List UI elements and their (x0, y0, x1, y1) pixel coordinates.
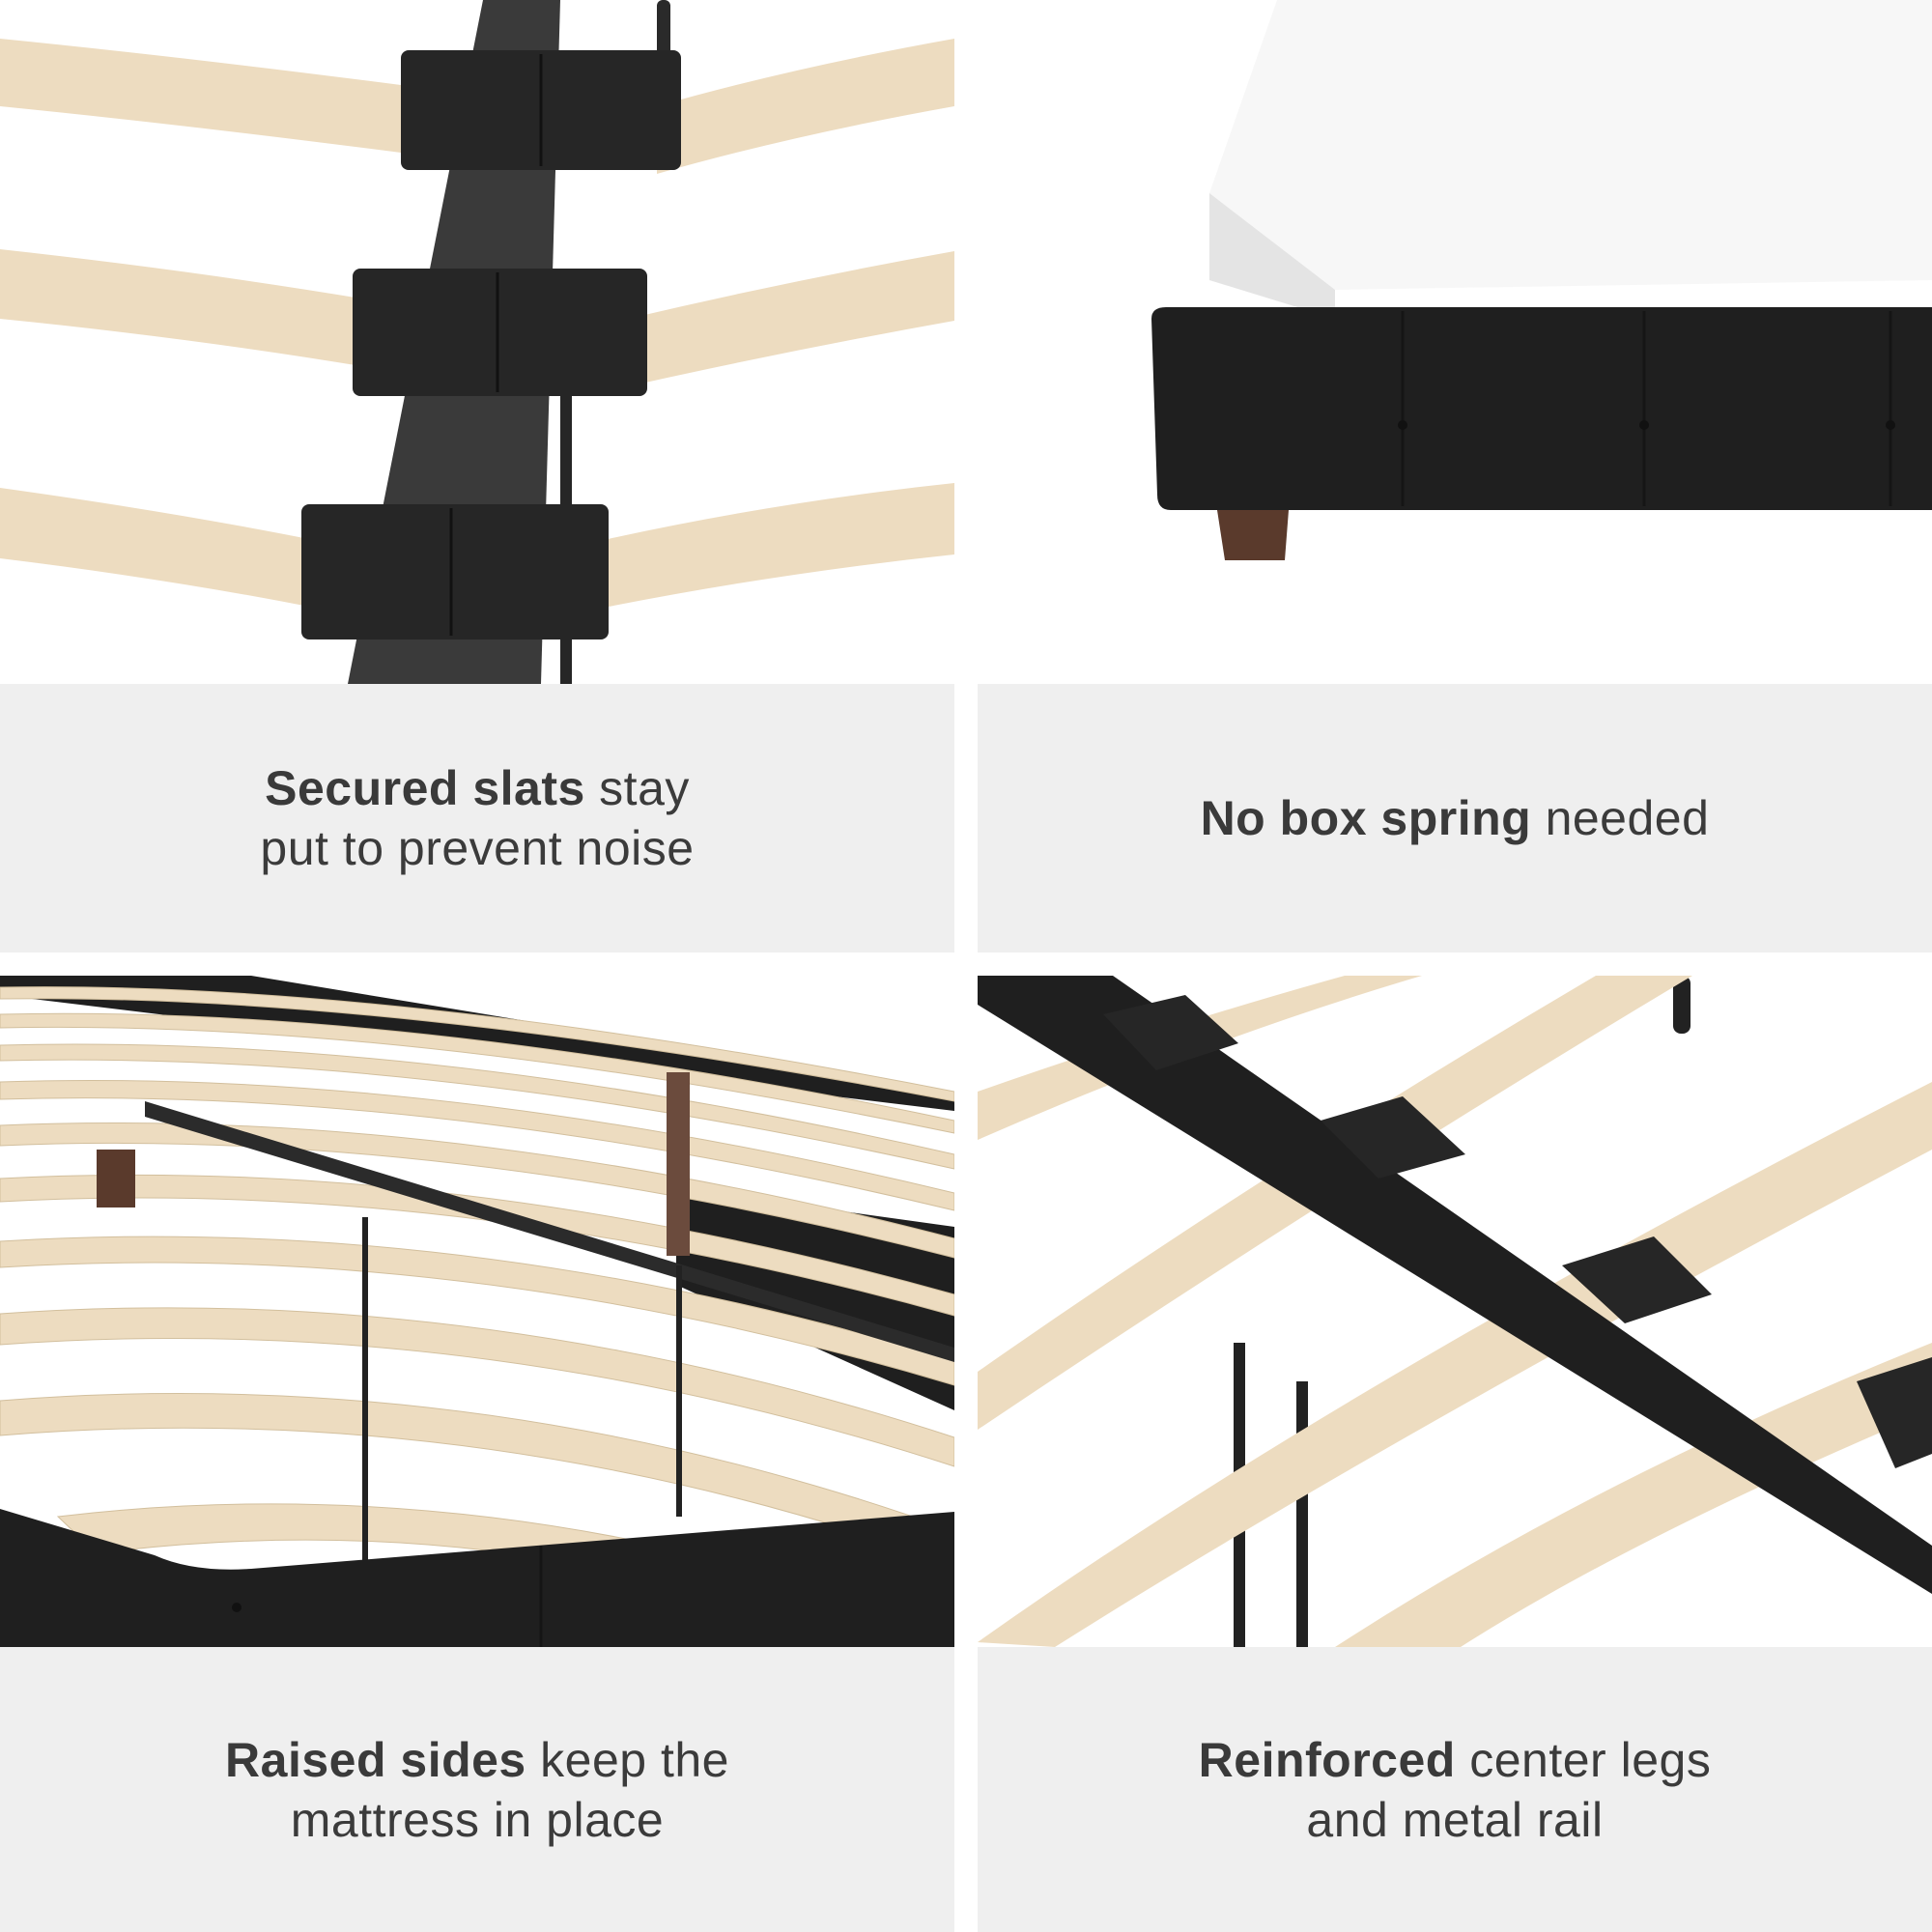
near-side-rail (0, 1509, 954, 1647)
slat (0, 249, 367, 367)
slat-bracket (353, 269, 647, 396)
raised-sides-illustration (0, 976, 954, 1647)
caption-secured-slats: Secured slats stay put to prevent noise (0, 684, 954, 952)
center-rail-illustration (978, 976, 1932, 1647)
caption-text: Reinforced center legs and metal rail (1199, 1730, 1712, 1850)
upholstered-frame (1151, 307, 1932, 510)
slat (0, 39, 415, 155)
caption-rest: stay (584, 761, 690, 815)
support-leg (1296, 1381, 1308, 1647)
bed-illustration (1151, 0, 1932, 560)
mattress-top (1209, 0, 1932, 290)
rail-brackets (1103, 995, 1932, 1468)
caption-bold: Raised sides (225, 1732, 526, 1787)
caption-raised-sides: Raised sides keep the mattress in place (0, 1647, 954, 1932)
caption-bold: Reinforced (1198, 1732, 1456, 1787)
caption-no-box-spring: No box spring needed (978, 684, 1932, 952)
caption-rest: center legs (1455, 1732, 1712, 1787)
wood-leg (97, 1150, 135, 1208)
caption-text: Secured slats stay put to prevent noise (260, 758, 694, 878)
support-leg (676, 1265, 682, 1517)
caption-reinforced: Reinforced center legs and metal rail (978, 1647, 1932, 1932)
caption-text: Raised sides keep the mattress in place (225, 1730, 729, 1850)
slat-bracket (301, 504, 609, 639)
support-leg (362, 1217, 368, 1647)
mattress-side (1209, 193, 1335, 319)
caption-rest: needed (1531, 791, 1710, 845)
wood-leg (667, 1072, 690, 1256)
slat (628, 251, 954, 386)
caption-bold: Secured slats (265, 761, 585, 815)
slat-bracket-illustration (0, 0, 954, 684)
slat (657, 39, 954, 174)
raised-side-rails-photo (0, 976, 954, 1647)
center-rail (145, 1101, 954, 1362)
wood-leg (1217, 510, 1289, 560)
support-leg-top (1673, 976, 1690, 1034)
support-leg-top (657, 0, 670, 58)
center-rail-and-legs-photo (978, 976, 1932, 1647)
caption-line2: and metal rail (1306, 1792, 1604, 1847)
slat-bracket-closeup-photo (0, 0, 954, 684)
slat (599, 483, 954, 609)
center-rail (978, 976, 1932, 1594)
caption-line2: mattress in place (290, 1792, 665, 1847)
slat (0, 488, 319, 609)
upholstered-bed-with-mattress-photo (978, 0, 1932, 684)
caption-line2: put to prevent noise (260, 821, 695, 875)
caption-rest: keep the (526, 1732, 729, 1787)
slats-group (978, 976, 1932, 1647)
caption-text: No box spring needed (1201, 788, 1710, 848)
caption-bold: No box spring (1200, 791, 1532, 845)
